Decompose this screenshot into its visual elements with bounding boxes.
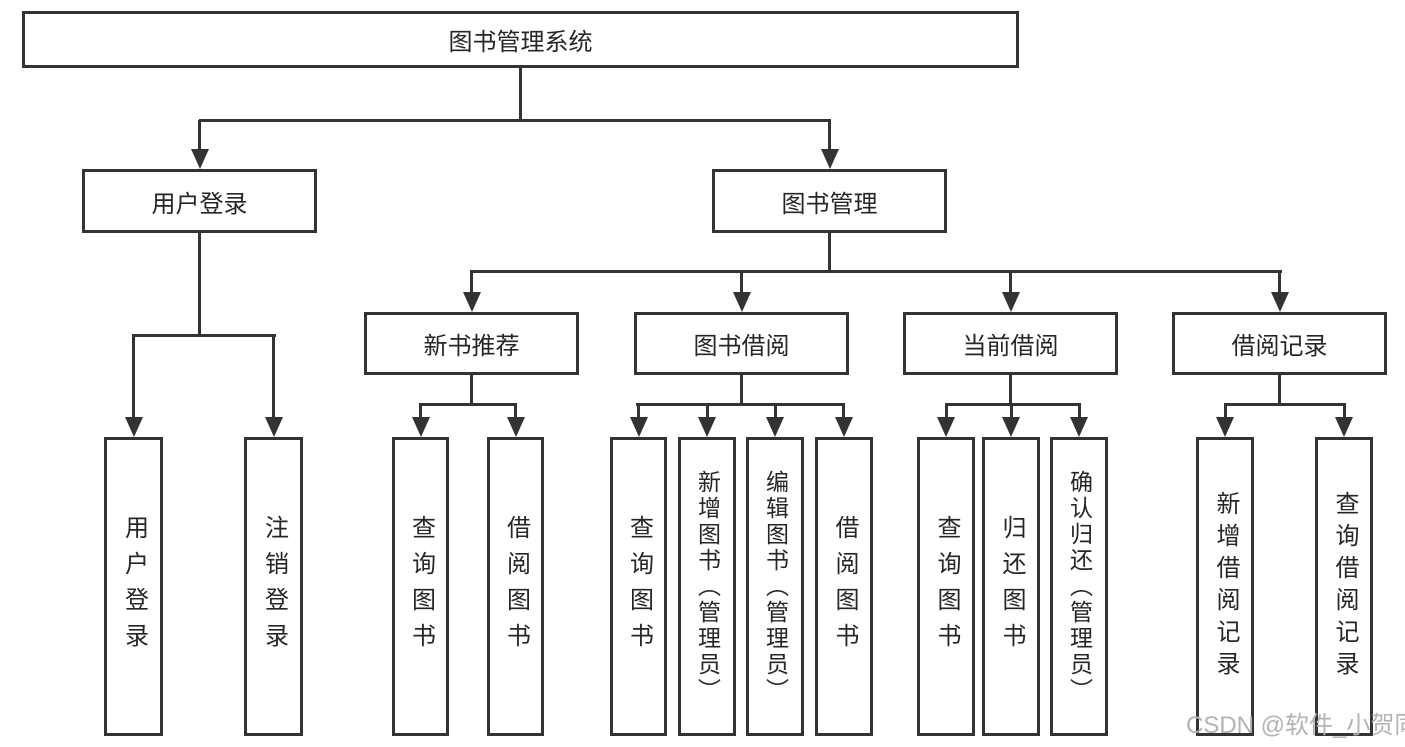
node-book-management: 图书管理 — [712, 169, 947, 233]
arrow-down-icon — [733, 292, 751, 312]
arrow-down-icon — [507, 417, 525, 437]
arrow-down-icon — [1216, 417, 1234, 437]
arrow-down-icon — [1002, 417, 1020, 437]
leaf-edit-book-admin: 编辑图书（管理员） — [746, 437, 804, 736]
connector-line — [1343, 405, 1346, 418]
node-book-borrow: 图书借阅 — [634, 312, 849, 375]
node-new-book-recommend: 新书推荐 — [364, 312, 579, 375]
arrow-down-icon — [1070, 417, 1088, 437]
node-user-login: 用户登录 — [82, 169, 317, 233]
leaf-borrow-book: 借阅图书 — [487, 437, 544, 736]
connector-line — [945, 403, 1081, 406]
arrow-down-icon — [463, 292, 481, 312]
connector-line — [132, 336, 135, 418]
connector-line — [470, 272, 473, 293]
connector-line — [774, 405, 777, 418]
connector-line — [1224, 405, 1227, 418]
connector-line — [470, 375, 473, 405]
node-borrow-records: 借阅记录 — [1172, 312, 1387, 375]
arrow-down-icon — [1002, 292, 1020, 312]
arrow-down-icon — [1335, 417, 1353, 437]
arrow-down-icon — [630, 417, 648, 437]
arrow-down-icon — [835, 417, 853, 437]
arrow-down-icon — [821, 149, 839, 169]
leaf-query-book: 查询图书 — [610, 437, 667, 736]
connector-line — [842, 405, 845, 418]
connector-line — [514, 405, 517, 418]
arrow-down-icon — [937, 417, 955, 437]
connector-line — [519, 68, 522, 120]
leaf-add-borrow-record: 新增借阅记录 — [1196, 437, 1254, 736]
csdn-watermark: CSDN @软件_小贺同学 — [1186, 712, 1405, 739]
leaf-logout: 注销登录 — [244, 437, 303, 736]
connector-line — [1224, 403, 1346, 406]
leaf-query-book: 查询图书 — [392, 437, 449, 736]
arrow-down-icon — [125, 417, 143, 437]
connector-line — [1278, 375, 1281, 405]
connector-line — [132, 334, 276, 337]
connector-line — [1078, 405, 1081, 418]
connector-line — [945, 405, 948, 418]
connector-line — [199, 119, 831, 122]
arrow-down-icon — [265, 417, 283, 437]
connector-line — [198, 120, 201, 150]
leaf-query-borrow-record: 查询借阅记录 — [1315, 437, 1373, 736]
connector-line — [198, 233, 201, 335]
connector-line — [637, 405, 640, 418]
connector-line — [828, 233, 831, 272]
connector-line — [1009, 272, 1012, 293]
connector-line — [272, 336, 275, 418]
connector-line — [828, 120, 831, 150]
connector-line — [1278, 272, 1281, 293]
leaf-user-login: 用户登录 — [104, 437, 163, 736]
connector-line — [419, 405, 422, 418]
connector-line — [1010, 405, 1013, 418]
connector-line — [636, 403, 845, 406]
connector-line — [740, 375, 743, 405]
arrow-down-icon — [191, 149, 209, 169]
arrow-down-icon — [698, 417, 716, 437]
arrow-down-icon — [412, 417, 430, 437]
leaf-confirm-return-admin: 确认归还（管理员） — [1050, 437, 1108, 736]
leaf-add-book-admin: 新增图书（管理员） — [678, 437, 736, 736]
node-current-borrow: 当前借阅 — [903, 312, 1118, 375]
connector-line — [1009, 375, 1012, 405]
connector-line — [740, 272, 743, 293]
node-library-system: 图书管理系统 — [22, 11, 1019, 68]
arrow-down-icon — [766, 417, 784, 437]
leaf-query-book: 查询图书 — [917, 437, 975, 736]
arrow-down-icon — [1271, 292, 1289, 312]
connector-line — [706, 405, 709, 418]
connector-line — [419, 403, 517, 406]
leaf-borrow-book: 借阅图书 — [815, 437, 873, 736]
connector-line — [470, 270, 1282, 273]
leaf-return-book: 归还图书 — [982, 437, 1040, 736]
